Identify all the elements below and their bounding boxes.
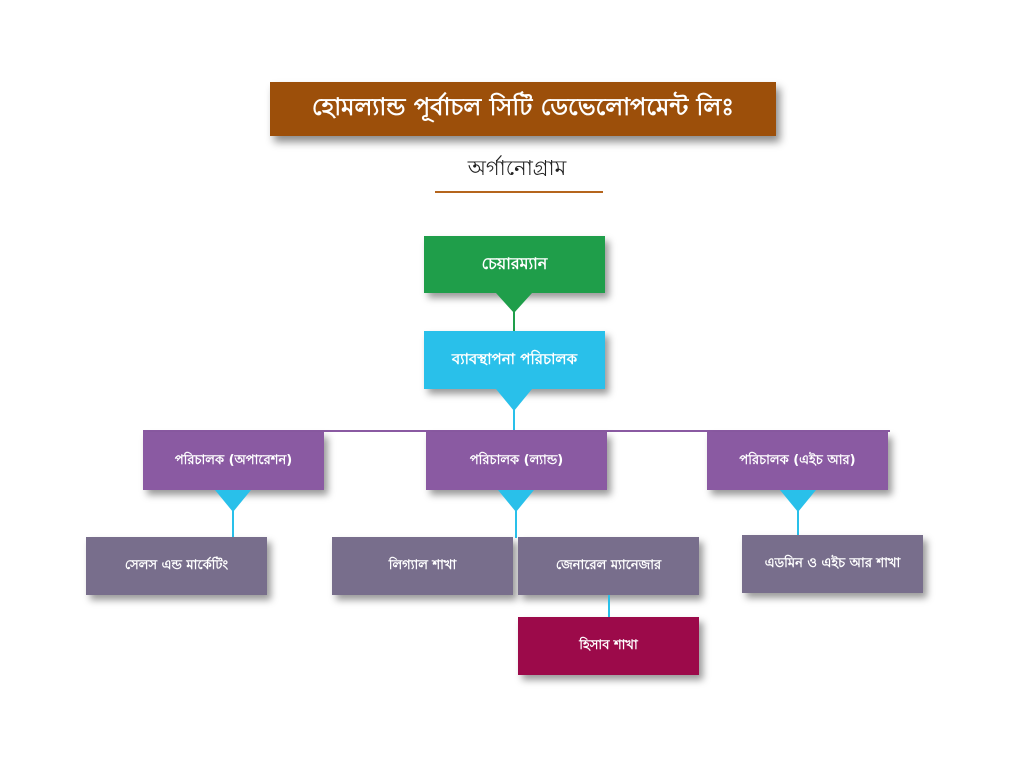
managing-director-box: ব্যাবস্থাপনা পরিচালক bbox=[424, 331, 605, 389]
director-land-box: পরিচালক (ল্যান্ড) bbox=[426, 432, 607, 490]
director-operation-box: পরিচালক (অপারেশন) bbox=[143, 432, 324, 490]
managing-director-pointer bbox=[496, 389, 532, 411]
director-hr-box: পরিচালক (এইচ আর) bbox=[707, 432, 888, 490]
sales-marketing-box: সেলস এন্ড মার্কেটিং bbox=[86, 537, 267, 595]
director-operation-label: পরিচালক (অপারেশন) bbox=[174, 452, 293, 468]
director-land-connector bbox=[515, 506, 517, 538]
general-manager-connector bbox=[608, 595, 610, 619]
director-operation-pointer bbox=[215, 490, 251, 512]
director-hr-pointer bbox=[780, 490, 816, 512]
title-banner: হোমল্যান্ড পূর্বাচল সিটি ডেভেলোপমেন্ট লি… bbox=[270, 82, 776, 136]
general-manager-box: জেনারেল ম্যানেজার bbox=[518, 537, 699, 595]
director-hr-connector bbox=[797, 506, 799, 538]
organogram-subtitle: অর্গানোগ্রাম bbox=[467, 156, 567, 180]
company-title: হোমল্যান্ড পূর্বাচল সিটি ডেভেলোপমেন্ট লি… bbox=[311, 93, 735, 121]
accounts-branch-box: হিসাব শাখা bbox=[518, 617, 699, 675]
director-land-pointer bbox=[498, 490, 534, 512]
admin-hr-branch-label: এডমিন ও এইচ আর শাখা bbox=[764, 555, 901, 571]
director-operation-connector bbox=[232, 506, 234, 538]
directors-horizontal-line bbox=[143, 430, 890, 432]
chairman-connector bbox=[513, 305, 515, 332]
legal-branch-label: লিগ্যাল শাখা bbox=[388, 557, 457, 573]
chairman-pointer bbox=[496, 293, 532, 313]
accounts-branch-label: হিসাব শাখা bbox=[579, 637, 638, 653]
director-hr-label: পরিচালক (এইচ আর) bbox=[739, 452, 856, 468]
sales-marketing-label: সেলস এন্ড মার্কেটিং bbox=[124, 557, 229, 573]
subtitle-underline bbox=[435, 191, 603, 193]
chairman-label: চেয়ারম্যান bbox=[481, 254, 548, 273]
admin-hr-branch-box: এডমিন ও এইচ আর শাখা bbox=[742, 535, 923, 593]
general-manager-label: জেনারেল ম্যানেজার bbox=[555, 557, 662, 573]
chairman-box: চেয়ারম্যান bbox=[424, 236, 605, 293]
legal-branch-box: লিগ্যাল শাখা bbox=[332, 537, 513, 595]
managing-director-label: ব্যাবস্থাপনা পরিচালক bbox=[451, 349, 578, 368]
director-land-label: পরিচালক (ল্যান্ড) bbox=[469, 452, 564, 468]
managing-director-connector bbox=[513, 405, 515, 431]
